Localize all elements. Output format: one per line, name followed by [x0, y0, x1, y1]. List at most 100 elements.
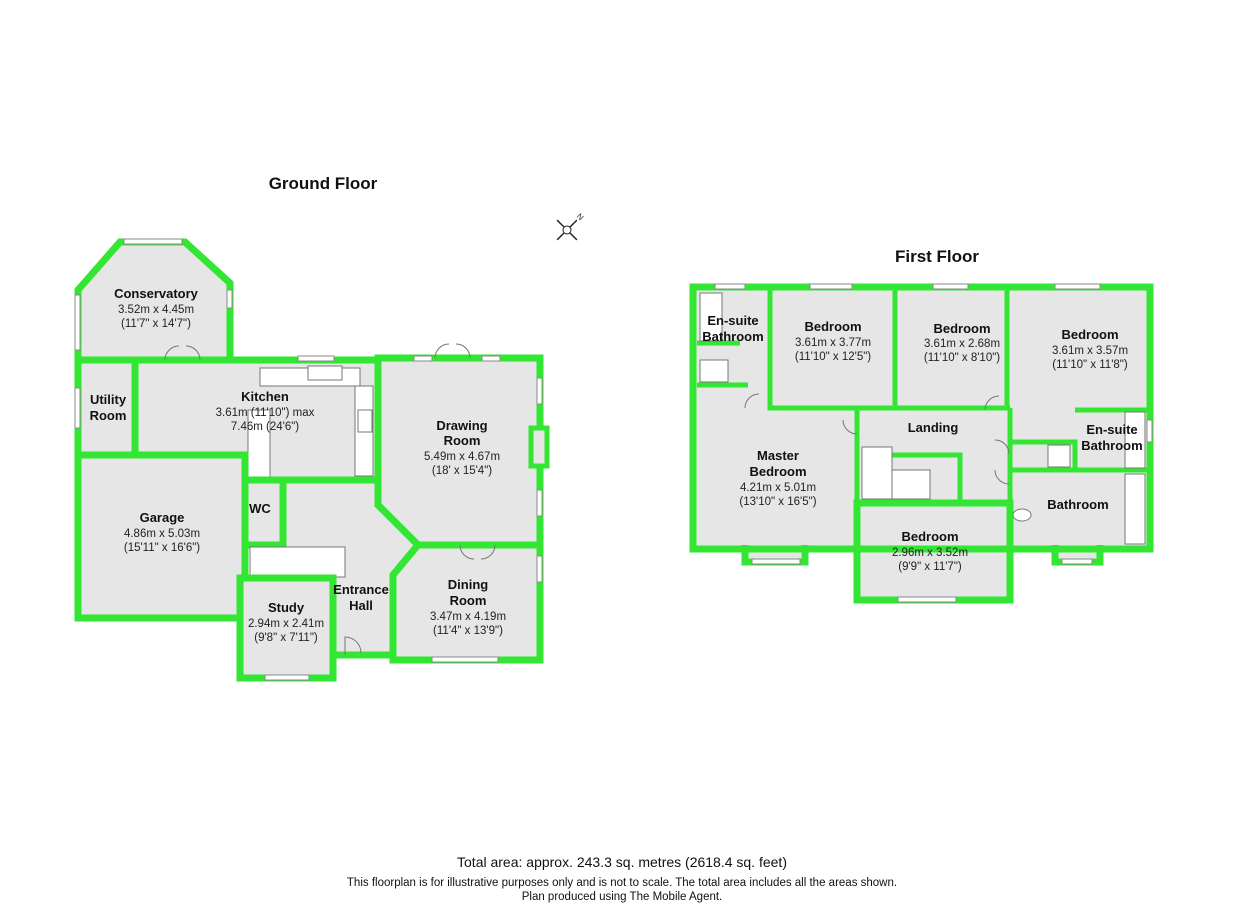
- chimney-breast: [528, 425, 550, 469]
- disclaimer: This floorplan is for illustrative purpo…: [347, 877, 897, 889]
- room-dims: (11'7" x 14'7"): [121, 318, 191, 330]
- window: [413, 355, 433, 362]
- room-dims: 2.96m x 3.52m: [892, 547, 968, 559]
- window: [264, 674, 310, 681]
- window: [1054, 283, 1101, 290]
- room-name: Entrance: [333, 582, 389, 597]
- room-dims: 3.61m x 3.77m: [795, 337, 871, 349]
- window: [431, 656, 499, 663]
- room-name: Study: [268, 600, 305, 615]
- window: [809, 283, 853, 290]
- ground-room-labels: Conservatory 3.52m x 4.45m (11'7" x 14'7…: [90, 286, 506, 644]
- room-name: Master: [757, 448, 799, 463]
- room-dims: (11'10" x 11'8"): [1052, 359, 1128, 371]
- first-floor-plan: [689, 283, 1154, 604]
- room-name: En-suite: [707, 313, 758, 328]
- room-dims: 3.61m x 2.68m: [924, 338, 1000, 350]
- window: [123, 238, 183, 245]
- room-dims: (15'11" x 16'6"): [124, 542, 200, 554]
- room-name: Bathroom: [702, 329, 763, 344]
- room-name: Kitchen: [241, 389, 289, 404]
- window: [536, 489, 543, 517]
- room-dims: 5.49m x 4.67m: [424, 451, 500, 463]
- wall: [890, 452, 963, 500]
- room-name: Room: [450, 593, 487, 608]
- window: [932, 283, 969, 290]
- window: [226, 289, 233, 309]
- staircase: [249, 546, 346, 578]
- sink-icon: [307, 365, 343, 381]
- room-name: Drawing: [436, 418, 487, 433]
- window: [536, 377, 543, 405]
- first-room-labels: En-suite Bathroom Bedroom 3.61m x 3.77m …: [702, 313, 1142, 573]
- room-name: Hall: [349, 598, 373, 613]
- shower-icon: [699, 359, 729, 383]
- room-dims: 4.86m x 5.03m: [124, 528, 200, 540]
- staircase: [861, 446, 893, 500]
- room-dims: (11'4" x 13'9"): [433, 625, 503, 637]
- first-floor-title: First Floor: [895, 247, 979, 266]
- room-dims: 3.47m x 4.19m: [430, 611, 506, 623]
- room-name: Room: [90, 408, 127, 423]
- window: [1146, 419, 1153, 443]
- wall: [767, 290, 860, 548]
- room-name: Utility: [90, 392, 127, 407]
- conservatory-area: [74, 238, 234, 364]
- room-dims: 3.61m x 3.57m: [1052, 345, 1128, 357]
- window: [481, 355, 501, 362]
- room-name: Bathroom: [1047, 497, 1108, 512]
- window: [751, 558, 801, 565]
- room-dims: (9'8" x 7'11"): [254, 632, 318, 644]
- total-area: Total area: approx. 243.3 sq. metres (26…: [457, 854, 787, 870]
- room-dims: 2.94m x 2.41m: [248, 618, 324, 630]
- room-name: En-suite: [1086, 422, 1137, 437]
- wall: [1010, 439, 1150, 473]
- compass-north-label: N: [575, 212, 586, 223]
- window: [74, 294, 81, 351]
- door: [744, 393, 1010, 485]
- room-name: Bedroom: [1061, 327, 1118, 342]
- room-dims: 4.21m x 5.01m: [740, 482, 816, 494]
- room-dims: 3.61m (11'10") max: [216, 407, 315, 419]
- room-dims: (11'10" x 12'5"): [795, 351, 871, 363]
- room-name: Room: [444, 433, 481, 448]
- room-name: Conservatory: [114, 286, 199, 301]
- room-dims: (18' x 15'4"): [432, 465, 492, 477]
- door: [164, 345, 201, 361]
- credit: Plan produced using The Mobile Agent.: [522, 891, 723, 903]
- room-name: Bedroom: [749, 464, 806, 479]
- room-name: Bathroom: [1081, 438, 1142, 453]
- room-dims: (11'10" x 8'10"): [924, 352, 1000, 364]
- room-name: Garage: [140, 510, 185, 525]
- room-name: Dining: [448, 577, 488, 592]
- room-dims: (13'10" x 16'5"): [739, 496, 816, 508]
- window: [74, 387, 81, 429]
- bath-icon: [1124, 473, 1146, 545]
- shower-icon: [1047, 444, 1071, 468]
- room-dims: 7.46m (24'6"): [231, 421, 299, 433]
- room-name: Bedroom: [804, 319, 861, 334]
- window: [536, 555, 543, 583]
- room-name: WC: [249, 501, 271, 516]
- door: [434, 343, 471, 359]
- window: [1061, 558, 1093, 565]
- study-area: [236, 574, 337, 682]
- window: [297, 355, 335, 362]
- staircase: [891, 469, 931, 500]
- garage-area: [74, 451, 249, 622]
- door: [459, 544, 496, 560]
- room-dims: 3.52m x 4.45m: [118, 304, 194, 316]
- ground-floor-plan: [74, 238, 550, 682]
- bath-icon: [1124, 411, 1146, 469]
- toilet-icon: [1012, 508, 1032, 522]
- room-name: Landing: [908, 420, 959, 435]
- window: [897, 596, 957, 603]
- front-door[interactable]: [344, 636, 362, 655]
- ground-floor-title: Ground Floor: [269, 174, 378, 193]
- room-dims: (9'9" x 11'7"): [898, 561, 962, 573]
- room-name: Bedroom: [933, 321, 990, 336]
- compass-icon: N: [556, 212, 586, 241]
- hob-icon: [357, 409, 373, 433]
- bath-icon: [699, 292, 723, 342]
